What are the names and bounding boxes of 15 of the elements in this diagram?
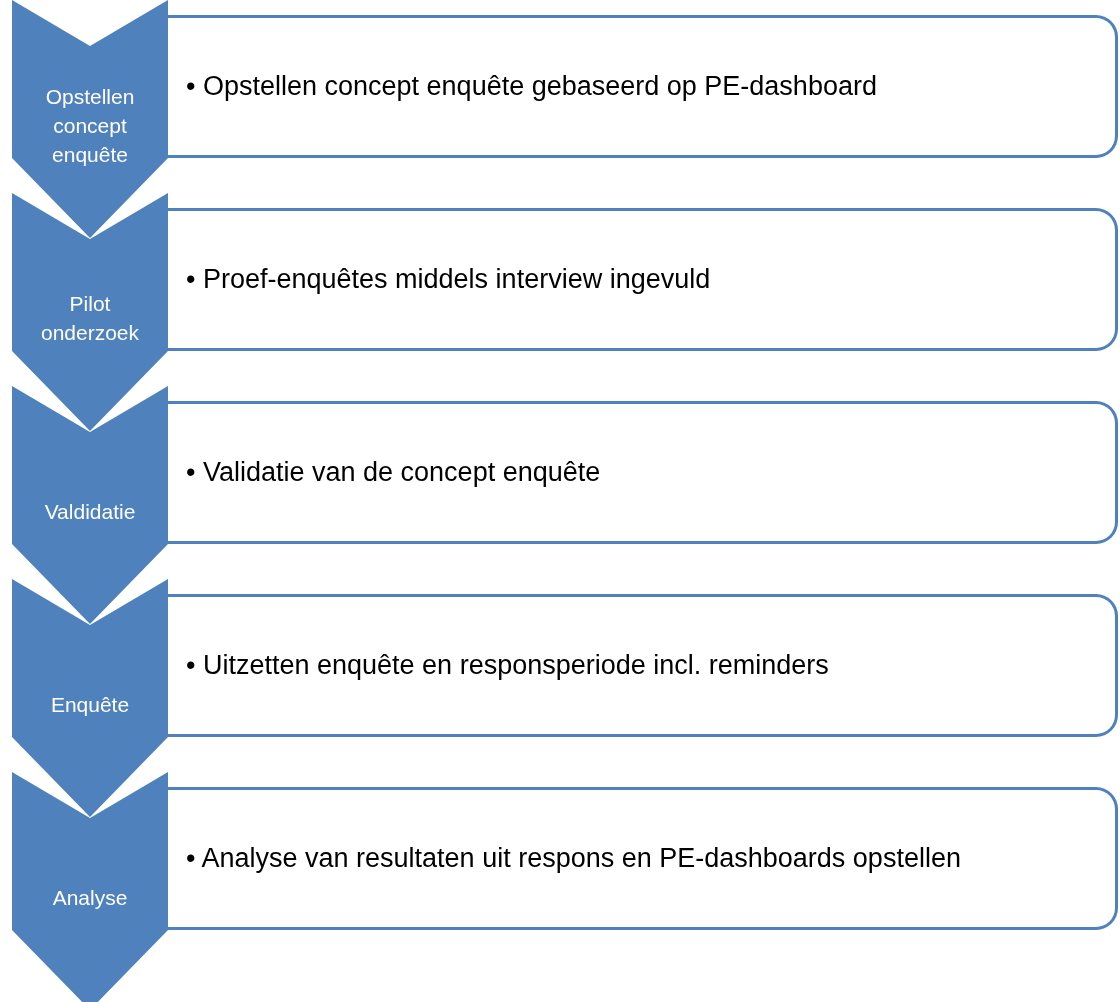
step-description-box: [168, 208, 1118, 351]
step-description-box: [168, 787, 1118, 930]
step-description-box: [168, 594, 1118, 737]
bullet-text: • Opstellen concept enquête gebaseerd op PE-dashboard: [186, 69, 878, 103]
step-label: Analyse: [51, 884, 129, 911]
bullet-text: • Proef-enquêtes middels interview ingevuld: [186, 262, 712, 296]
step-description-box: [168, 401, 1118, 544]
step-label: Pilot onderzoek: [39, 291, 141, 346]
step-label: Valdidatie: [43, 498, 137, 525]
step-label: Opstellen concept enquête: [44, 83, 136, 168]
bullet-text: • Uitzetten enquête en responsperiode incl. reminders: [186, 648, 830, 682]
bullet-text: • Validatie van de concept enquête: [186, 455, 602, 489]
step-label: Enquête: [49, 691, 131, 718]
step-description-box: [168, 15, 1118, 158]
bullet-text: • Analyse van resultaten uit respons en PE-dashboards opstellen: [186, 841, 962, 875]
